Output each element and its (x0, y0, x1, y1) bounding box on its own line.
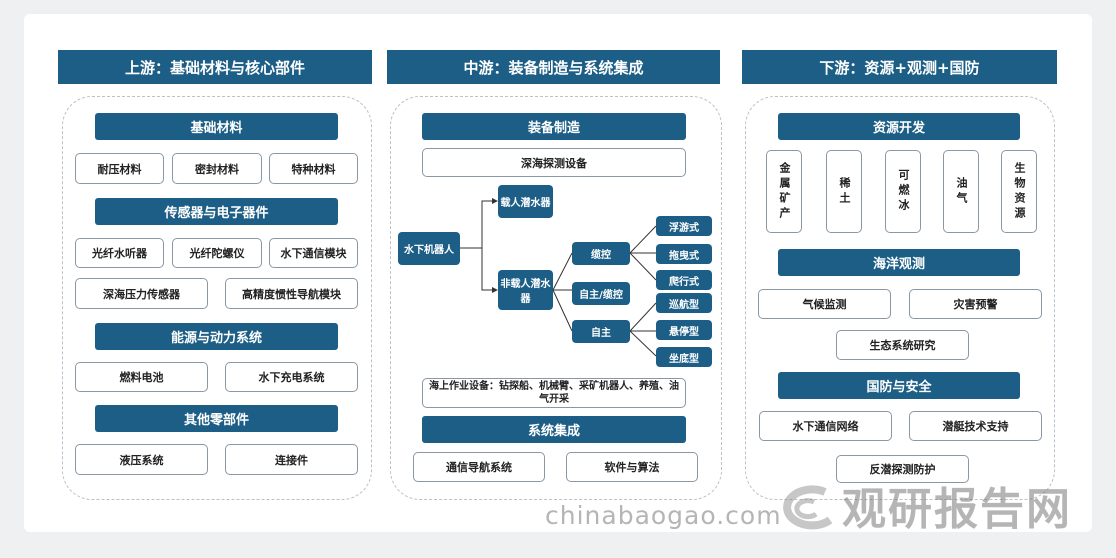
materials-title: 基础材料 (95, 113, 338, 140)
deep-sea-equipment: 深海探测设备 (422, 148, 686, 177)
sensor-item: 深海压力传感器 (75, 278, 208, 309)
downstream-panel (745, 96, 1055, 500)
resource-item: 金属矿产 (766, 150, 802, 233)
header-midstream: 中游：装备制造与系统集成 (387, 50, 720, 84)
unmanned-submersible-node: 非载人潜水器 (498, 270, 553, 310)
resources-title: 资源开发 (778, 113, 1020, 140)
sensor-item: 光纤水听器 (75, 238, 164, 268)
midstream-panel (390, 96, 722, 500)
observation-item: 气候监测 (758, 289, 891, 319)
energy-item: 水下充电系统 (225, 362, 358, 392)
observation-title: 海洋观测 (778, 249, 1020, 276)
cable-subtype: 拖曳式 (656, 244, 712, 264)
observation-item: 灾害预警 (909, 289, 1042, 319)
cable-subtype: 浮游式 (656, 216, 712, 236)
upstream-panel (62, 96, 372, 500)
manned-submersible-node: 载人潜水器 (498, 185, 553, 218)
watermark-logo-icon (783, 485, 833, 530)
header-upstream: 上游：基础材料与核心部件 (58, 50, 372, 84)
defense-item: 反潜探测防护 (836, 455, 969, 483)
energy-item: 燃料电池 (75, 362, 208, 392)
defense-item: 潜艇技术支持 (909, 411, 1042, 441)
watermark-cn: 观研报告网 (842, 484, 1072, 535)
header-downstream: 下游：资源+观测+国防 (742, 50, 1057, 84)
sensors-title: 传感器与电子器件 (95, 198, 338, 225)
sensor-item: 高精度惯性导航模块 (225, 278, 358, 309)
integration-item: 软件与算法 (566, 452, 698, 482)
defense-item: 水下通信网络 (759, 411, 892, 441)
observation-item: 生态系统研究 (836, 330, 969, 360)
cable-subtype: 爬行式 (656, 270, 712, 290)
sensor-item: 光纤陀螺仪 (172, 238, 262, 268)
resource-item: 可燃冰 (885, 150, 921, 233)
other-title: 其他零部件 (95, 405, 338, 432)
integration-item: 通信导航系统 (413, 452, 545, 482)
auto-subtype: 坐底型 (656, 347, 712, 367)
watermark-en: chinabaogao.com (545, 501, 782, 530)
resource-item: 油气 (943, 150, 979, 233)
offshore-equipment: 海上作业设备：钻探船、机械臂、采矿机器人、养殖、油气开采 (422, 378, 686, 408)
material-item: 密封材料 (172, 153, 262, 184)
other-item: 液压系统 (75, 444, 208, 475)
cable-node: 缆控 (572, 242, 630, 265)
manufacturing-title: 装备制造 (422, 113, 686, 140)
energy-title: 能源与动力系统 (95, 323, 338, 350)
autonomous-node: 自主 (572, 320, 630, 343)
resource-item: 稀土 (826, 150, 862, 233)
resource-item: 生物资源 (1001, 150, 1037, 233)
underwater-robot-node: 水下机器人 (398, 232, 460, 265)
auto-subtype: 悬停型 (656, 320, 712, 340)
integration-title: 系统集成 (422, 416, 686, 443)
auto-subtype: 巡航型 (656, 293, 712, 313)
hybrid-node: 自主/缆控 (572, 282, 630, 305)
sensor-item: 水下通信模块 (269, 238, 358, 268)
defense-title: 国防与安全 (778, 372, 1020, 399)
material-item: 特种材料 (269, 153, 358, 184)
other-item: 连接件 (225, 444, 358, 475)
material-item: 耐压材料 (75, 153, 164, 184)
